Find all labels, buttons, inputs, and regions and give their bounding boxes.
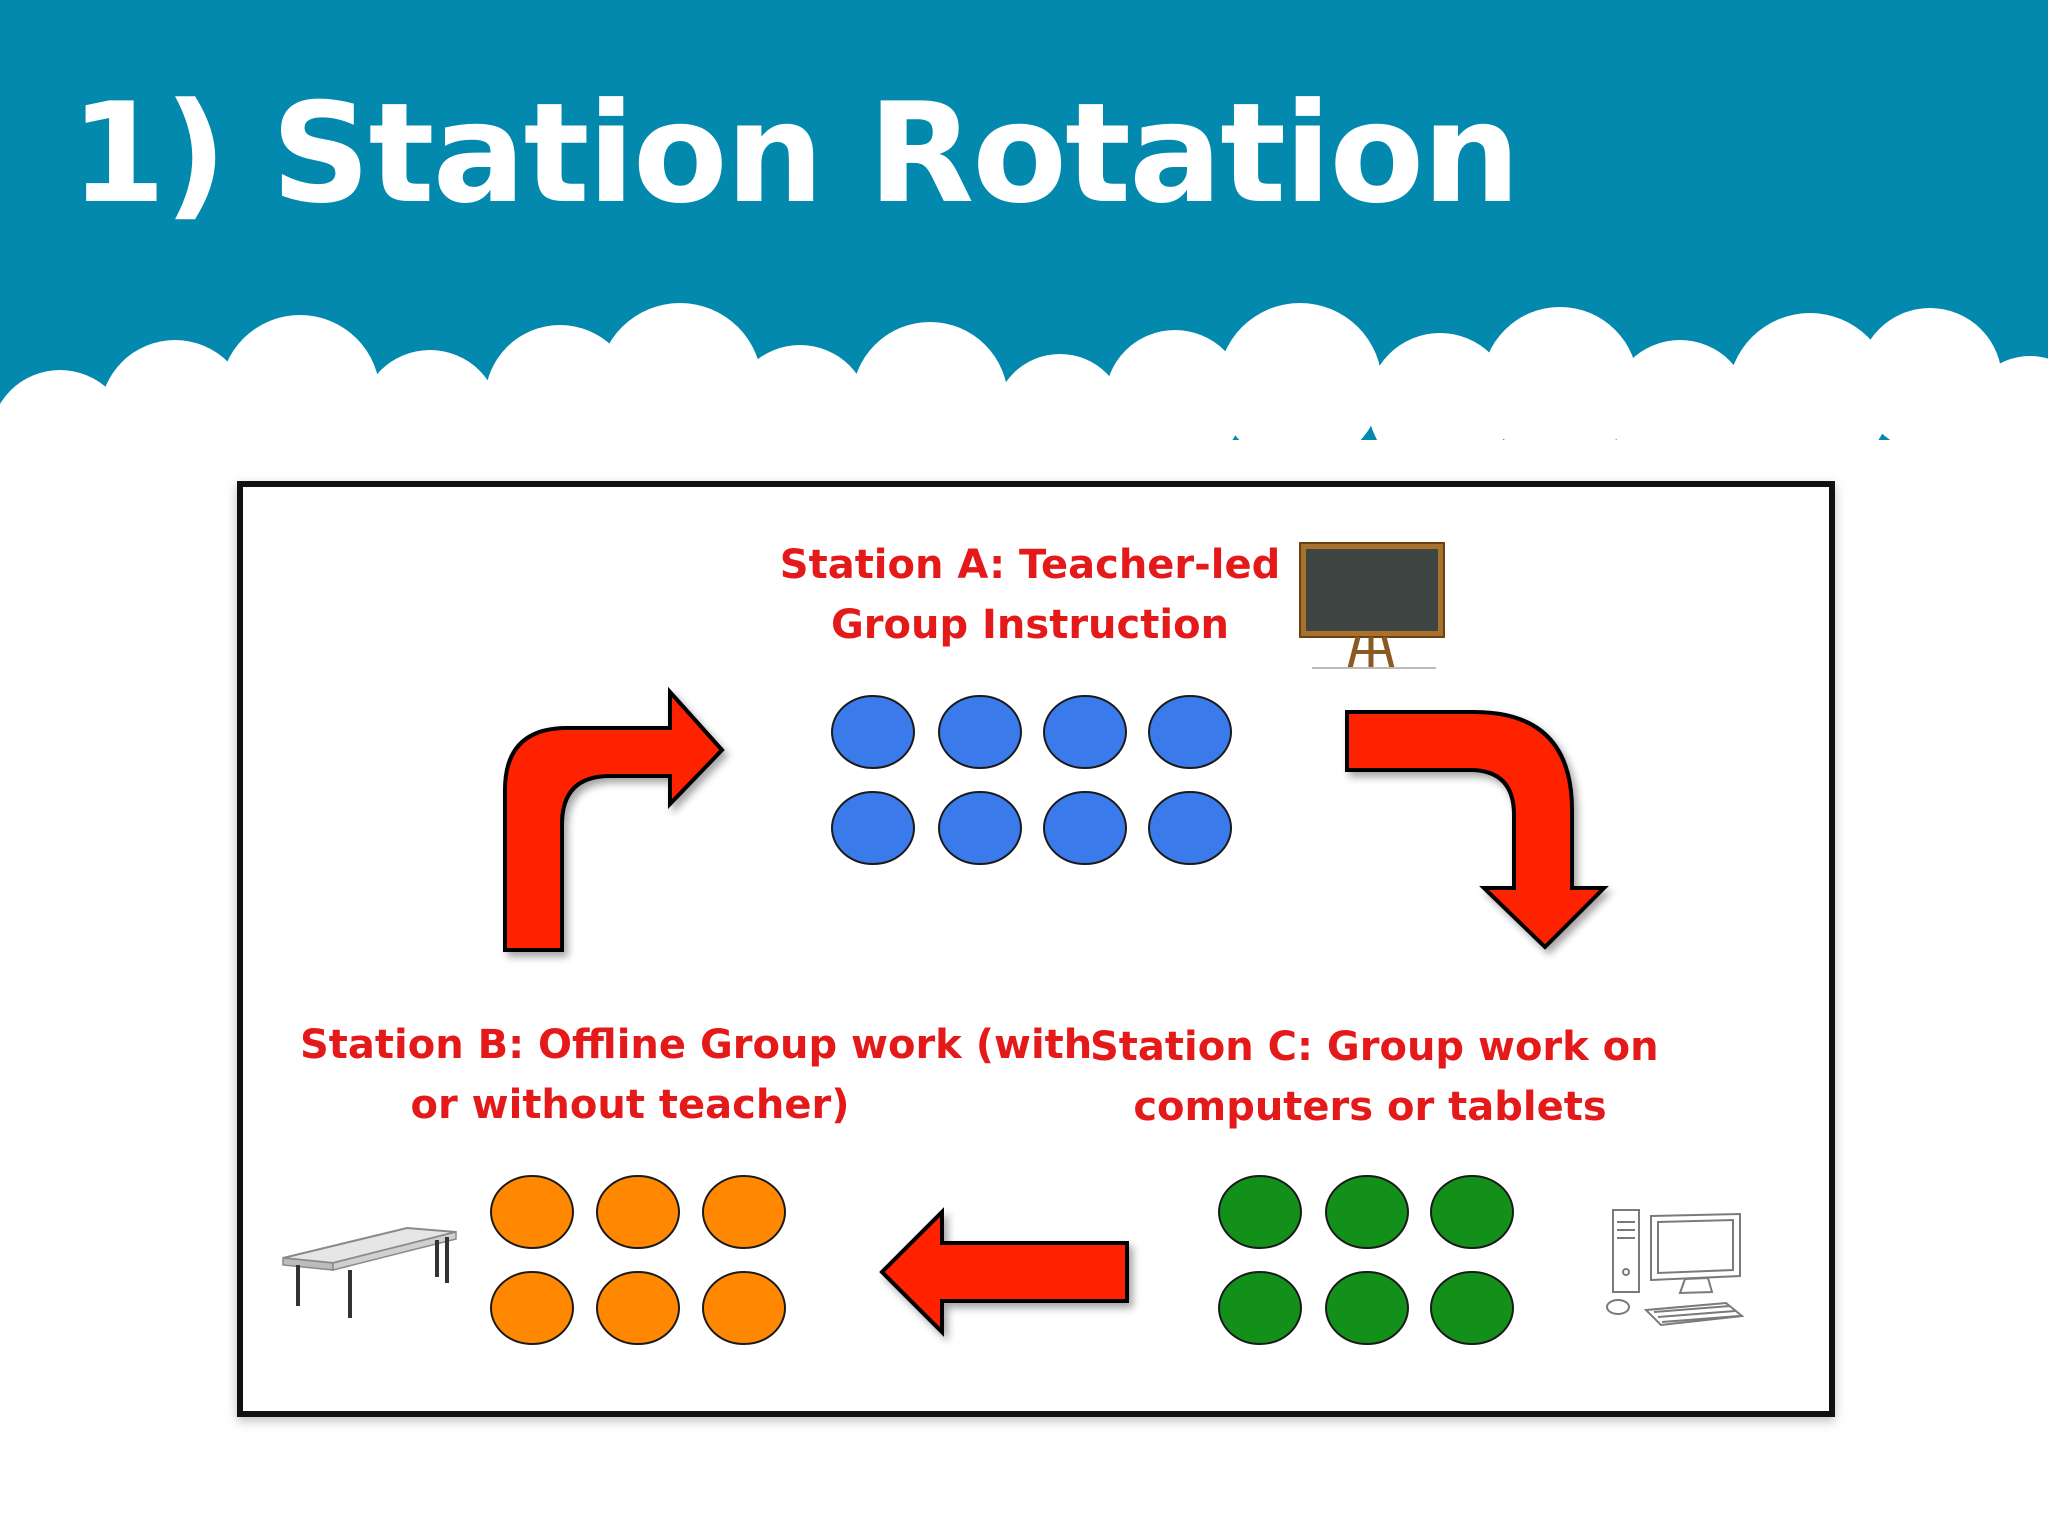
student-dot [1325, 1175, 1409, 1249]
station-a-label-line1: Station A: Teacher-led [779, 542, 1281, 588]
desktop-computer-icon [1606, 1209, 1745, 1327]
station-c-students [1218, 1175, 1514, 1345]
station-b-students [490, 1175, 786, 1345]
station-b-label-line1: Station B: Offline Group work (with [300, 1022, 1093, 1068]
station-a-label-line2: Group Instruction [830, 602, 1230, 648]
station-c-label-line2: computers or tablets [1133, 1084, 1607, 1130]
student-dot [702, 1271, 786, 1345]
station-c-label-line1: Station C: Group work on [1090, 1024, 1659, 1070]
student-dot [596, 1175, 680, 1249]
student-dot [938, 695, 1022, 769]
table-icon [282, 1226, 457, 1318]
student-dot [1325, 1271, 1409, 1345]
student-dot [1430, 1271, 1514, 1345]
station-a-label: Station A: Teacher-led Group Instruction [760, 535, 1300, 655]
student-dot [1148, 695, 1232, 769]
chalkboard-icon [1299, 542, 1445, 669]
arrow-c-to-b [879, 1207, 1129, 1337]
student-dot [831, 791, 915, 865]
student-dot [490, 1271, 574, 1345]
student-dot [831, 695, 915, 769]
student-dot [702, 1175, 786, 1249]
student-dot [1043, 791, 1127, 865]
station-b-label: Station B: Offline Group work (with or w… [300, 1015, 1093, 1135]
cloud-banner-graphic [0, 0, 2048, 460]
station-c-label: Station C: Group work on computers or ta… [1090, 1017, 1659, 1137]
arrow-a-to-c [1345, 710, 1609, 950]
station-b-label-line2: or without teacher) [410, 1082, 850, 1128]
station-a-students [831, 695, 1232, 865]
cloud-edge [0, 303, 2048, 460]
student-dot [938, 791, 1022, 865]
student-dot [1430, 1175, 1514, 1249]
student-dot [1043, 695, 1127, 769]
student-dot [1218, 1175, 1302, 1249]
student-dot [490, 1175, 574, 1249]
arrow-b-to-a [503, 686, 725, 952]
student-dot [1218, 1271, 1302, 1345]
slide-title: 1) Station Rotation [70, 73, 1520, 234]
header-banner: 1) Station Rotation [0, 0, 2048, 460]
student-dot [596, 1271, 680, 1345]
student-dot [1148, 791, 1232, 865]
